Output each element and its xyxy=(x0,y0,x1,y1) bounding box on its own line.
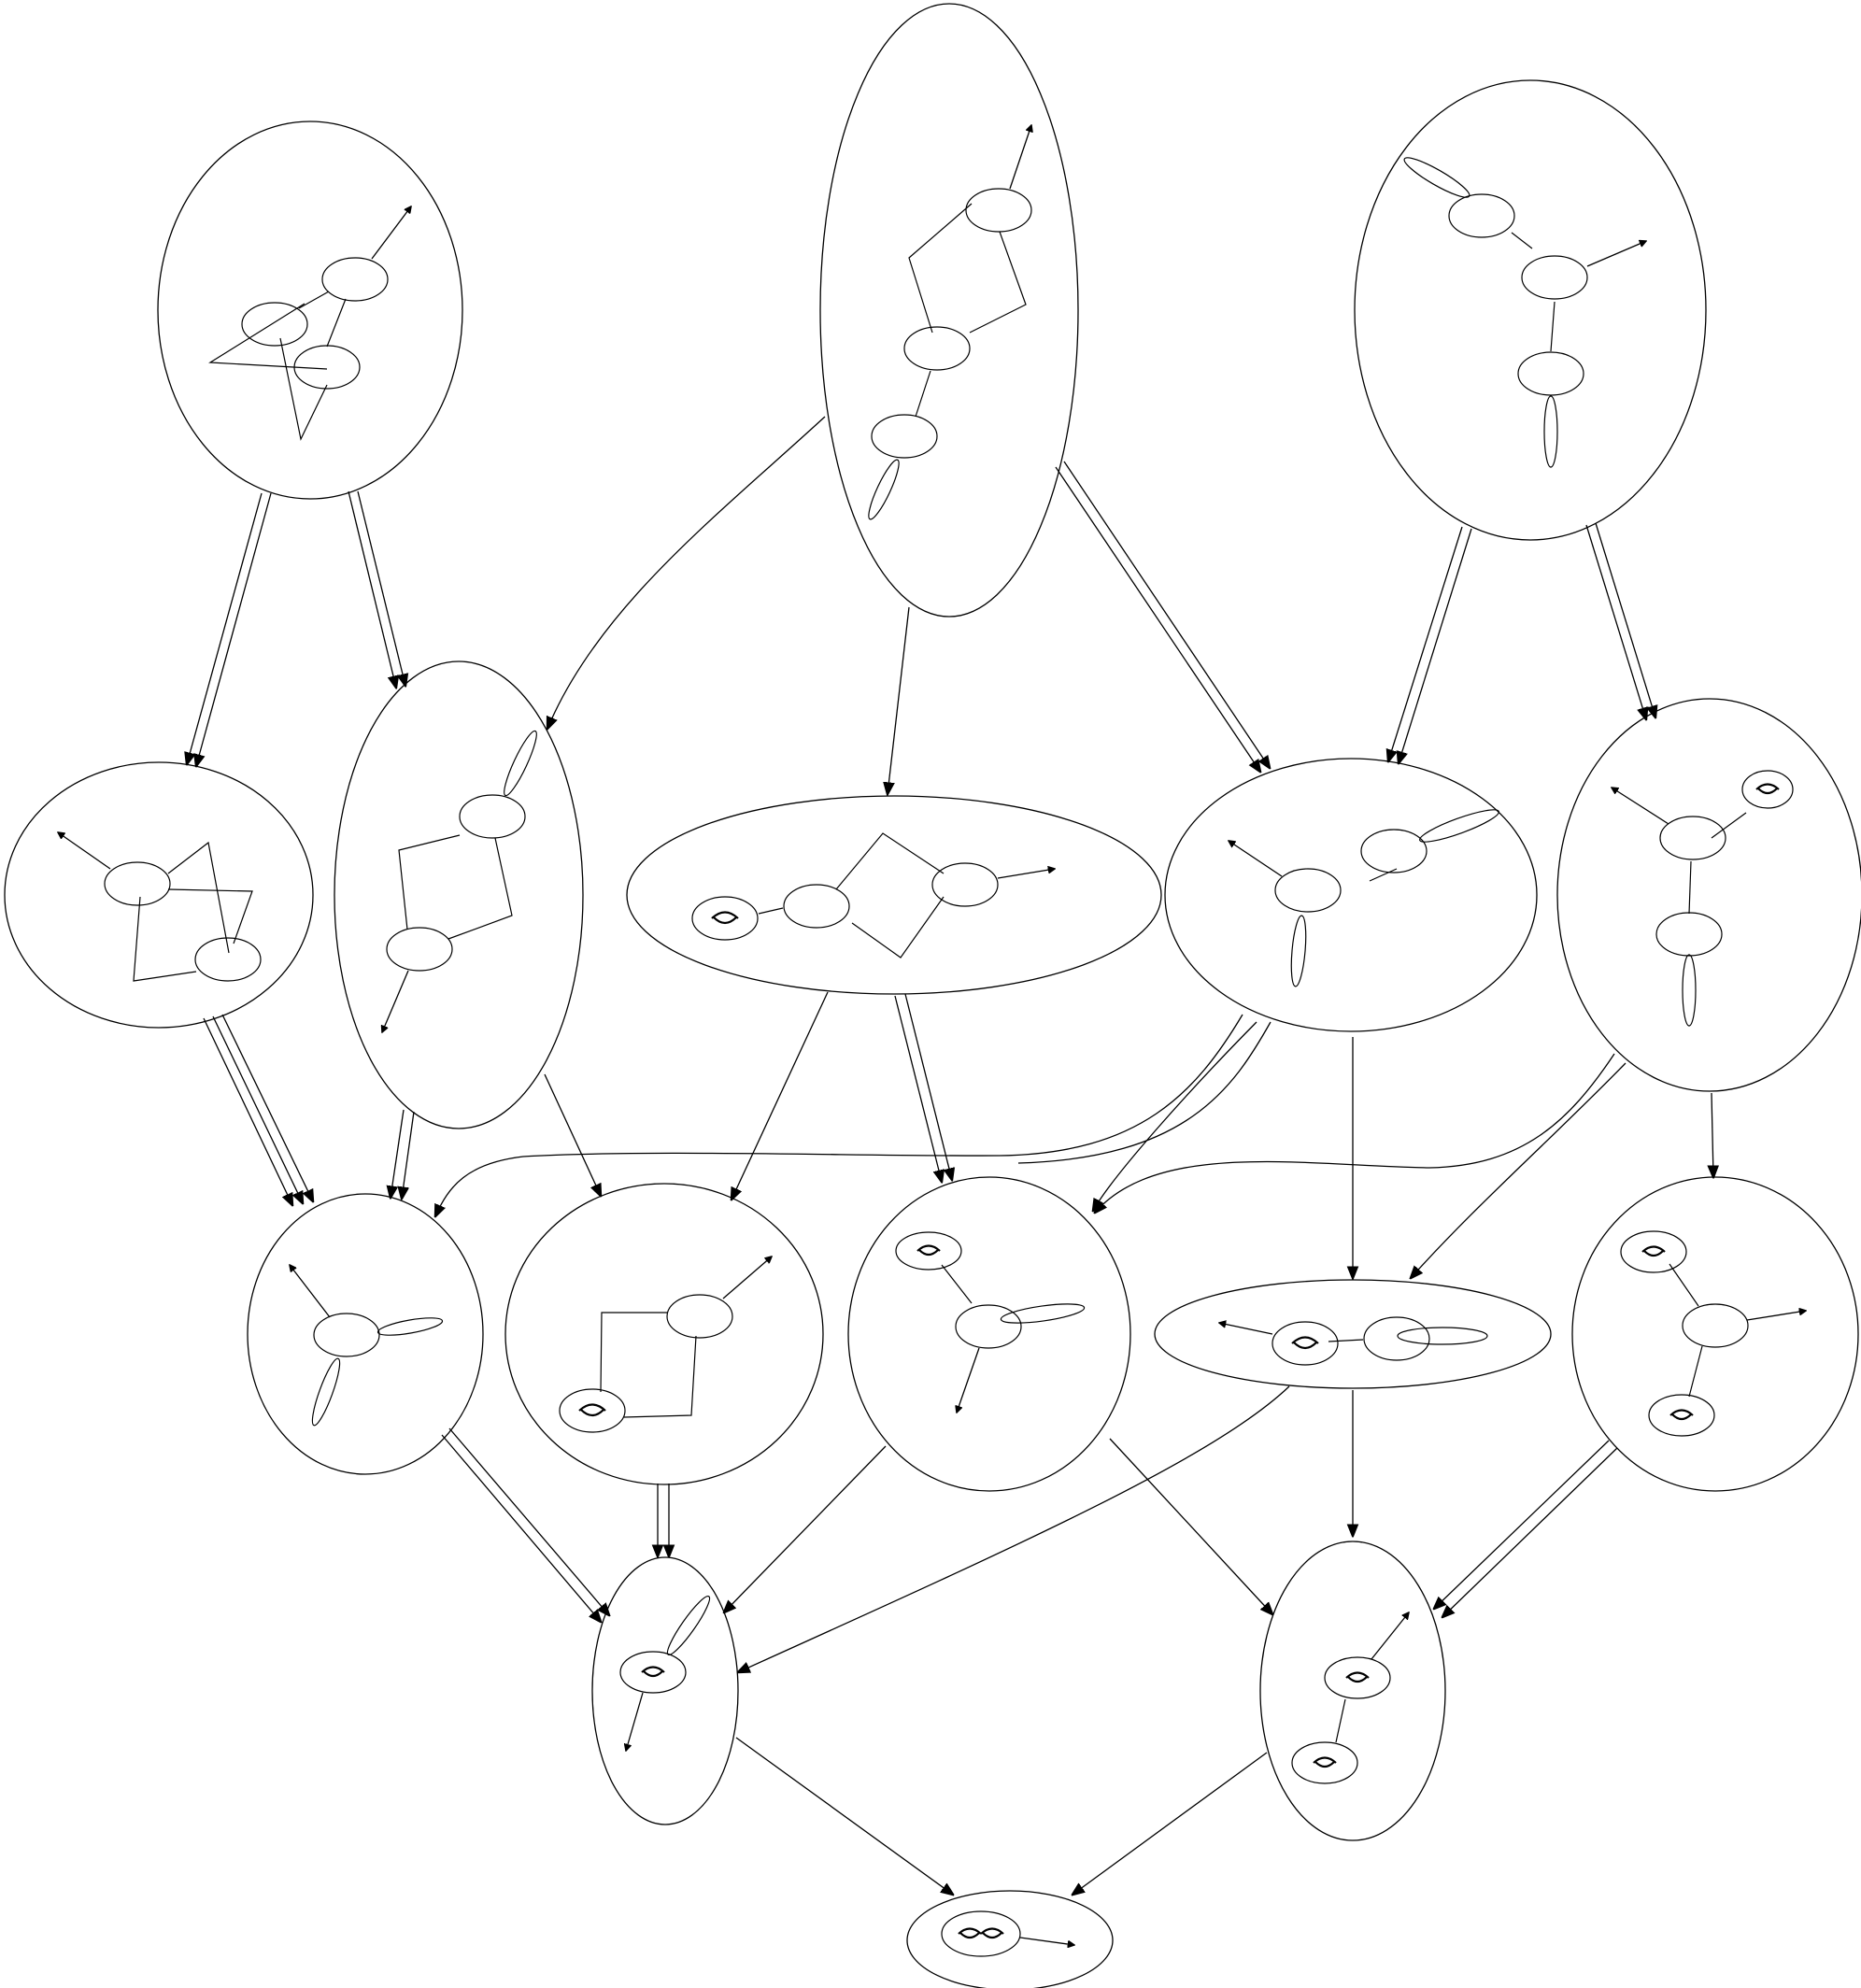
node-n7 xyxy=(1164,758,1538,1032)
node-n8 xyxy=(1556,698,1861,1092)
edge-n8-n11 xyxy=(1095,1053,1615,1213)
edge-n11-n14 xyxy=(724,1445,887,1612)
edge-n5-n10 xyxy=(544,1073,601,1196)
edge-n7-n9 xyxy=(435,1014,1271,1216)
edge-n1-n4 xyxy=(187,492,272,766)
edge-n1-n5 xyxy=(348,490,405,688)
edge-n13-n15 xyxy=(1434,1440,1618,1617)
edge-n3-n8 xyxy=(1585,522,1655,719)
node-n15-inner-graph xyxy=(1291,1612,1409,1784)
node-n2-inner-graph xyxy=(868,125,1031,520)
node-n12-inner-graph xyxy=(1219,1316,1488,1366)
edge-n7-n11 xyxy=(1093,1021,1257,1211)
node-n3-inner-graph xyxy=(1403,157,1646,468)
edge-n15-n16 xyxy=(1073,1752,1268,1895)
node-n10 xyxy=(504,1183,824,1485)
edge-n4-n9 xyxy=(203,1014,313,1205)
node-n2 xyxy=(819,3,1079,618)
node-n9 xyxy=(247,1193,484,1475)
node-n7-inner-graph xyxy=(1229,809,1499,987)
edges xyxy=(187,416,1713,1895)
node-n6-inner-graph xyxy=(691,832,1055,958)
edge-n2-n5 xyxy=(547,416,826,729)
edge-n2-n7 xyxy=(1055,461,1270,772)
node-n5 xyxy=(334,660,584,1129)
node-n5-inner-graph xyxy=(382,730,537,1032)
node-n11 xyxy=(847,1176,1131,1492)
node-n10-inner-graph xyxy=(559,1257,772,1433)
edge-n8-n13 xyxy=(1712,1092,1713,1177)
edge-n14-n16 xyxy=(735,1737,953,1895)
edge-n9-n14 xyxy=(441,1427,609,1622)
node-n16 xyxy=(906,1890,1114,1988)
edge-n6-n10 xyxy=(732,991,829,1200)
node-n9-inner-graph xyxy=(290,1265,444,1427)
edge-n12-n14 xyxy=(738,1385,1290,1672)
node-n13 xyxy=(1571,1176,1859,1492)
node-n13-inner-graph xyxy=(1620,1230,1806,1437)
node-n1-inner-graph xyxy=(208,206,411,441)
edge-n2-n6 xyxy=(888,606,910,794)
node-n14 xyxy=(591,1556,739,1825)
node-n4 xyxy=(4,761,314,1029)
edge-n11-n15 xyxy=(1109,1438,1272,1614)
node-n8-inner-graph xyxy=(1612,770,1794,1027)
node-n6 xyxy=(626,795,1162,995)
node-n4-inner-graph xyxy=(58,832,262,982)
edge-n10-n14 xyxy=(658,1484,669,1556)
node-n1 xyxy=(157,121,463,500)
node-n12 xyxy=(1154,1279,1552,1389)
edge-n3-n7 xyxy=(1388,526,1472,763)
node-n14-inner-graph xyxy=(619,1596,711,1751)
edge-n8-n12 xyxy=(1411,1062,1627,1278)
edge-n6-n11 xyxy=(894,993,952,1182)
node-n15 xyxy=(1259,1541,1446,1841)
node-n11-inner-graph xyxy=(895,1231,1086,1413)
node-n16-inner-graph xyxy=(941,1910,1074,1957)
node-n3 xyxy=(1354,79,1707,541)
edge-n5-n9 xyxy=(391,1109,415,1199)
